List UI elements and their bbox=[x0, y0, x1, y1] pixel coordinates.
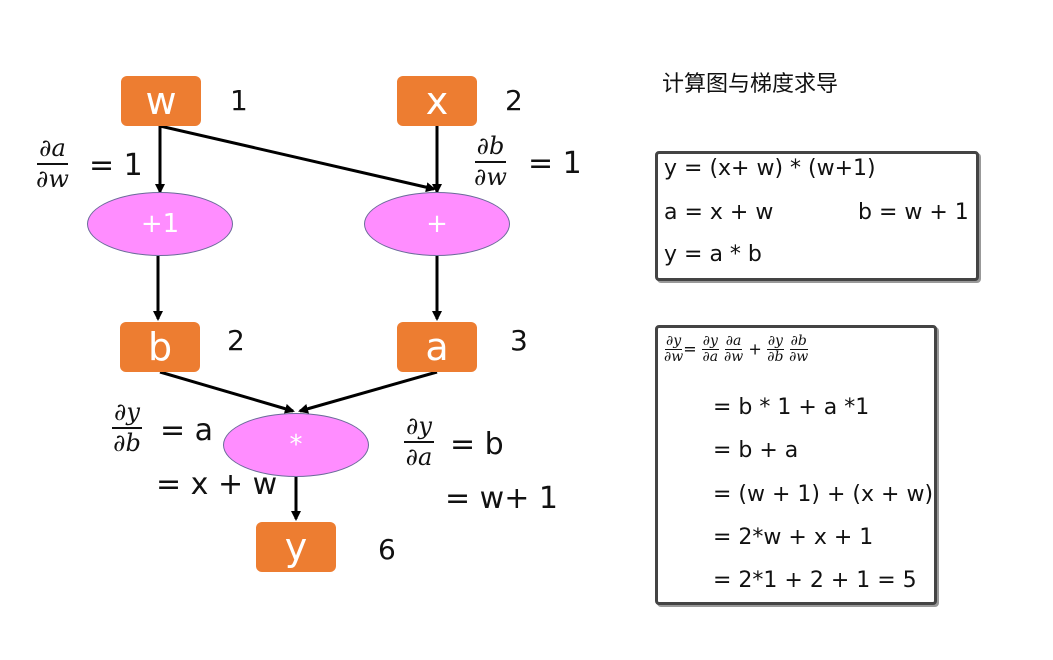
chain-eq: = bbox=[683, 339, 697, 359]
derivation-step-3: = (w + 1) + (x + w) bbox=[713, 482, 934, 507]
node-mul-label: * bbox=[289, 430, 303, 460]
node-w-label: w bbox=[145, 79, 177, 123]
derivation-panel: ∂y∂w= ∂y∂a ∂a∂w + ∂y∂b ∂b∂w = b * 1 + a … bbox=[655, 325, 937, 605]
partial-dy-db-rhs2: = x + w bbox=[156, 467, 278, 502]
partial-da-dw-fraction: ∂a ∂w bbox=[36, 135, 69, 194]
chain-f3-den: ∂b bbox=[767, 349, 784, 366]
chain-f4-den: ∂w bbox=[789, 349, 809, 366]
partial-da-dw-rhs: = 1 bbox=[89, 148, 143, 183]
partial-dy-da-den: ∂a bbox=[405, 443, 433, 472]
arrow-a-to-mul bbox=[298, 370, 438, 414]
derivation-step-5: = 2*1 + 2 + 1 = 5 bbox=[713, 568, 917, 593]
node-plus1: +1 bbox=[87, 192, 233, 256]
chain-f4: ∂b∂w bbox=[789, 333, 809, 366]
partial-db-dw-rhs: = 1 bbox=[528, 146, 582, 181]
partial-dy-db-den: ∂b bbox=[113, 429, 141, 458]
chain-plus: + bbox=[748, 339, 762, 359]
chain-f3-num: ∂y bbox=[766, 333, 784, 351]
node-b-label: b bbox=[147, 325, 173, 369]
node-y: y bbox=[256, 522, 336, 572]
node-a: a bbox=[397, 322, 477, 372]
chain-lhs-num: ∂y bbox=[665, 333, 683, 351]
chain-rule-line: ∂y∂w= ∂y∂a ∂a∂w + ∂y∂b ∂b∂w bbox=[664, 333, 809, 366]
chain-f1-num: ∂y bbox=[701, 333, 719, 351]
chain-f2-den: ∂w bbox=[723, 349, 744, 366]
arrow-b-to-mul bbox=[159, 370, 295, 414]
node-x-label: x bbox=[425, 79, 449, 123]
derivation-step-4: = 2*w + x + 1 bbox=[713, 525, 874, 550]
node-y-label: y bbox=[284, 525, 308, 569]
chain-f1: ∂y∂a bbox=[701, 333, 719, 366]
node-w: w bbox=[121, 76, 201, 126]
partial-db-dw-den: ∂w bbox=[474, 163, 507, 192]
definition-y-ab: y = a * b bbox=[664, 242, 762, 267]
partial-db-dw-num: ∂b bbox=[474, 133, 507, 164]
node-mul: * bbox=[223, 413, 369, 477]
partial-dy-db-fraction: ∂y ∂b bbox=[112, 399, 142, 458]
node-b: b bbox=[120, 322, 200, 372]
chain-f4-num: ∂b bbox=[789, 333, 808, 351]
partial-da-dw-den: ∂w bbox=[36, 165, 69, 194]
definitions-panel: y = (x+ w) * (w+1) a = x + w b = w + 1 y… bbox=[655, 151, 979, 281]
page-title: 计算图与梯度求导 bbox=[662, 72, 839, 97]
node-y-value: 6 bbox=[378, 533, 396, 566]
node-a-label: a bbox=[425, 325, 449, 369]
definition-a: a = x + w bbox=[664, 200, 774, 225]
derivation-step-1: = b * 1 + a *1 bbox=[713, 395, 870, 420]
definition-b: b = w + 1 bbox=[858, 200, 969, 225]
partial-dy-da-num: ∂y bbox=[404, 413, 434, 444]
chain-f3: ∂y∂b bbox=[766, 333, 784, 366]
partial-dy-db-rhs: = a bbox=[160, 413, 214, 448]
node-w-value: 1 bbox=[230, 84, 248, 117]
chain-f1-den: ∂a bbox=[702, 349, 719, 366]
node-a-value: 3 bbox=[510, 324, 528, 357]
chain-f2-num: ∂a bbox=[724, 333, 743, 351]
partial-dy-da-rhs: = b bbox=[450, 427, 504, 462]
arrow-w-to-plus bbox=[159, 124, 436, 193]
definition-y: y = (x+ w) * (w+1) bbox=[664, 156, 876, 181]
node-x-value: 2 bbox=[505, 84, 523, 117]
node-plus: + bbox=[364, 192, 510, 256]
partial-dy-db-num: ∂y bbox=[112, 399, 142, 430]
partial-dy-da-fraction: ∂y ∂a bbox=[404, 413, 434, 472]
node-b-value: 2 bbox=[227, 324, 245, 357]
node-x: x bbox=[397, 76, 477, 126]
chain-lhs-den: ∂w bbox=[664, 349, 684, 366]
chain-lhs: ∂y∂w bbox=[664, 333, 684, 366]
partial-da-dw-num: ∂a bbox=[37, 135, 68, 166]
derivation-step-2: = b + a bbox=[713, 438, 799, 463]
partial-dy-da-rhs2: = w+ 1 bbox=[445, 481, 558, 516]
chain-f2: ∂a∂w bbox=[723, 333, 744, 366]
partial-db-dw-fraction: ∂b ∂w bbox=[474, 133, 507, 192]
node-plus1-label: +1 bbox=[140, 209, 180, 239]
node-plus-label: + bbox=[426, 209, 448, 239]
